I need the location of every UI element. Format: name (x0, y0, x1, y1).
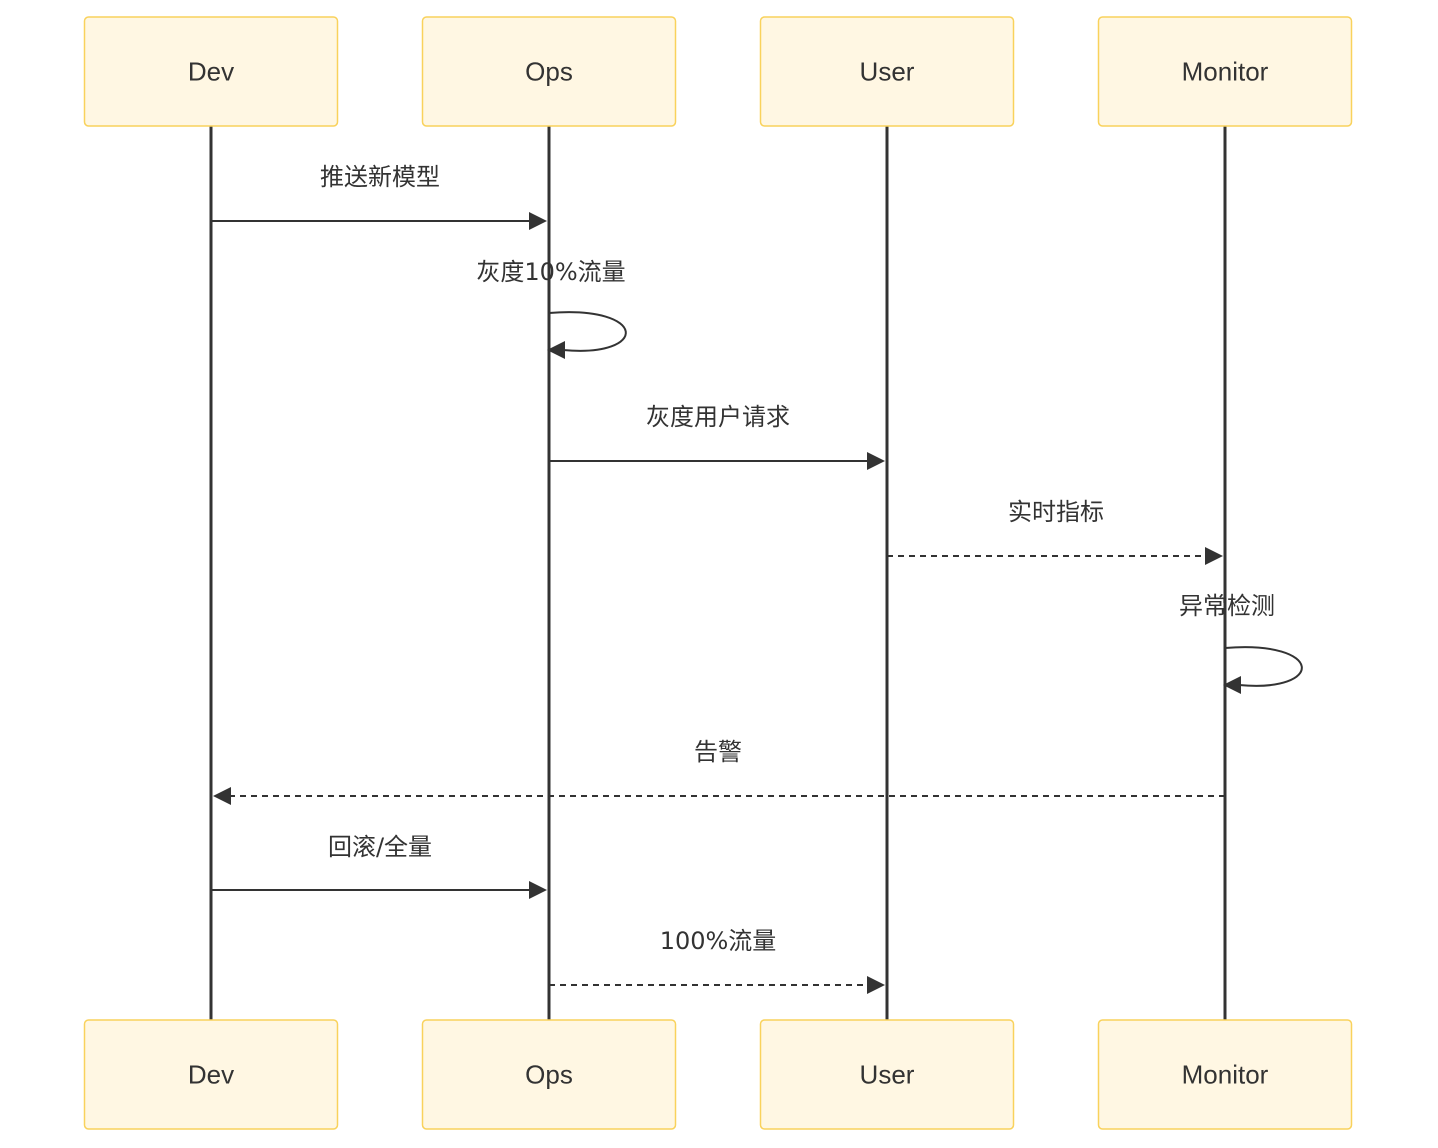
message-label: 回滚/全量 (328, 833, 432, 861)
actor-label: User (860, 57, 915, 87)
self-loop-line (1224, 646, 1303, 687)
actor-box (759, 1019, 1015, 1130)
actor-dev-bottom: Dev (83, 1019, 339, 1130)
message-7: 回滚/全量 (211, 833, 547, 899)
arrowhead-icon (1223, 676, 1241, 694)
actor-box (1097, 16, 1353, 127)
actor-user-bottom: User (759, 1019, 1015, 1130)
actor-label: Dev (188, 57, 234, 87)
arrowhead-icon (529, 881, 547, 899)
message-label: 异常检测 (1179, 592, 1275, 620)
actor-label: Monitor (1182, 1060, 1269, 1090)
arrowhead-icon (867, 452, 885, 470)
actor-label: Ops (525, 1060, 573, 1090)
actor-box (1097, 1019, 1353, 1130)
actor-dev-top: Dev (83, 16, 339, 127)
actor-box (759, 16, 1015, 127)
actor-label: Monitor (1182, 57, 1269, 87)
actor-box (83, 16, 339, 127)
actor-user-top: User (759, 16, 1015, 127)
actor-box (421, 1019, 677, 1130)
message-4: 实时指标 (887, 498, 1223, 565)
message-label: 告警 (694, 738, 742, 766)
message-6: 告警 (213, 738, 1225, 805)
actor-label: User (860, 1060, 915, 1090)
message-2: 灰度10%流量 (476, 258, 627, 359)
actor-monitor-top: Monitor (1097, 16, 1353, 127)
actor-label: Ops (525, 57, 573, 87)
message-label: 100%流量 (660, 927, 777, 955)
arrowhead-icon (529, 212, 547, 230)
message-1: 推送新模型 (211, 163, 547, 230)
message-5: 异常检测 (1179, 592, 1303, 694)
actor-label: Dev (188, 1060, 234, 1090)
message-label: 实时指标 (1008, 498, 1104, 526)
arrowhead-icon (867, 976, 885, 994)
actor-ops-top: Ops (421, 16, 677, 127)
actor-box (421, 16, 677, 127)
arrowhead-icon (547, 341, 565, 359)
actor-box (83, 1019, 339, 1130)
message-label: 灰度10%流量 (476, 258, 625, 286)
message-label: 推送新模型 (320, 163, 440, 191)
message-label: 灰度用户请求 (646, 403, 790, 431)
arrowhead-icon (1205, 547, 1223, 565)
self-loop-line (548, 311, 627, 352)
actor-monitor-bottom: Monitor (1097, 1019, 1353, 1130)
actor-ops-bottom: Ops (421, 1019, 677, 1130)
message-8: 100%流量 (549, 927, 885, 994)
message-3: 灰度用户请求 (549, 403, 885, 470)
arrowhead-icon (213, 787, 231, 805)
